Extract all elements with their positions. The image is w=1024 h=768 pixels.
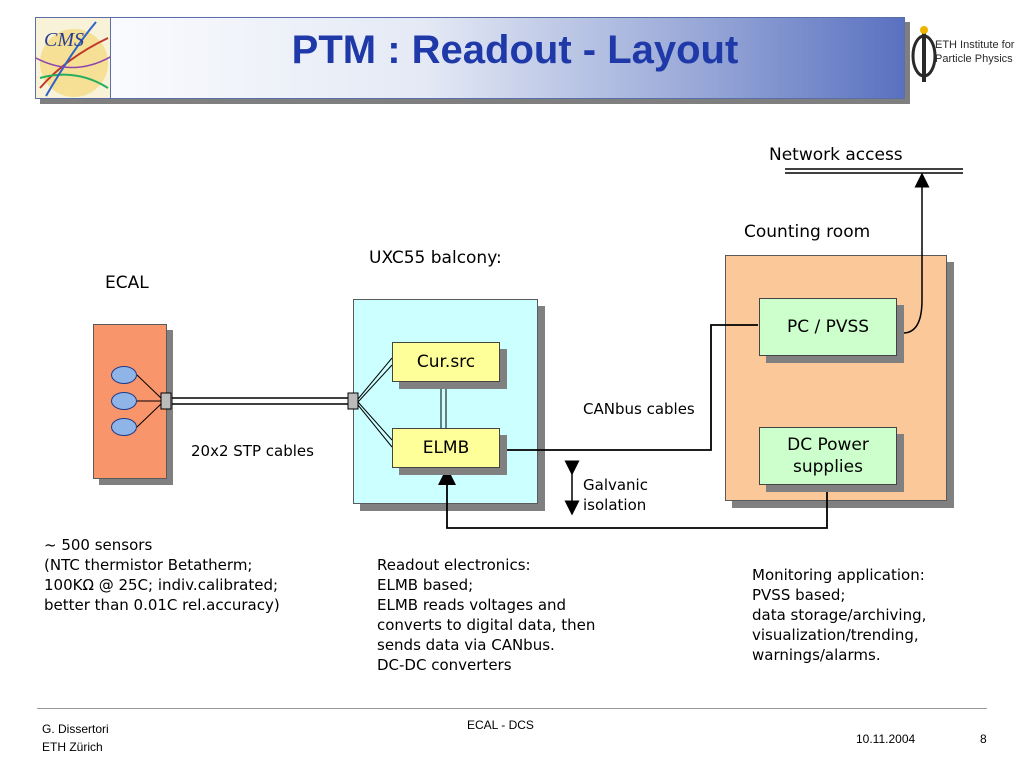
svg-text:CMS: CMS	[44, 29, 84, 51]
pc-pvss-box: PC / PVSS	[759, 298, 897, 356]
elmb-box: ELMB	[392, 428, 500, 468]
cms-logo: CMS	[35, 17, 111, 99]
canbus-cable	[500, 324, 758, 451]
uxc-connector	[347, 392, 359, 410]
uxc-balcony-label: UXC55 balcony:	[369, 248, 502, 268]
footer-author-block: G. Dissertori ETH Zürich	[42, 720, 109, 756]
dc-power-box: DC Power supplies	[759, 427, 897, 485]
cursrc-box: Cur.src	[392, 342, 500, 382]
ecal-connector	[160, 392, 172, 410]
sensors-note: ~ 500 sensors (NTC thermistor Betatherm;…	[44, 535, 280, 615]
galvanic-line1: Galvanic	[583, 476, 648, 494]
note-line: DC-DC converters	[377, 656, 512, 674]
note-line: PVSS based;	[752, 586, 846, 604]
fan-elmb-b	[357, 404, 393, 448]
note-line: 100KΩ @ 25C; indiv.calibrated;	[44, 576, 279, 594]
sensor3-line	[136, 403, 162, 428]
note-line: data storage/archiving,	[752, 606, 927, 624]
canbus-cables-label: CANbus cables	[583, 400, 695, 418]
stp-cables-label: 20x2 STP cables	[191, 442, 314, 460]
footer-divider	[37, 708, 987, 709]
footer-affiliation: ETH Zürich	[42, 740, 103, 754]
eth-logo-line2: Particle Physics	[935, 53, 1013, 65]
eth-logo-text: ETH Institute for Particle Physics	[935, 38, 1014, 66]
fan-cursrc-a	[357, 357, 393, 400]
galvanic-isolation-label: Galvanic isolation	[583, 475, 648, 515]
note-line: converts to digital data, then	[377, 616, 596, 634]
counting-room-label: Counting room	[744, 222, 871, 242]
note-line: sends data via CANbus.	[377, 636, 555, 654]
note-line: Readout electronics:	[377, 556, 531, 574]
note-line: visualization/trending,	[752, 626, 919, 644]
title-banner	[35, 17, 905, 99]
sensor-1	[111, 366, 137, 384]
note-line: warnings/alarms.	[752, 646, 881, 664]
fan-cursrc-b	[357, 364, 393, 403]
monitoring-note: Monitoring application: PVSS based; data…	[752, 565, 926, 665]
footer-date: 10.11.2004	[856, 732, 916, 746]
note-line: ~ 500 sensors	[44, 536, 153, 554]
sensor1-line	[136, 374, 162, 399]
note-line: ELMB based;	[377, 576, 474, 594]
sensor-2	[111, 392, 137, 410]
dc-power-to-elmb	[438, 467, 828, 529]
page-title: PTM : Readout - Layout	[291, 28, 739, 72]
dc-power-line2: supplies	[793, 457, 863, 477]
galvanic-line2: isolation	[583, 496, 647, 514]
footer-center: ECAL - DCS	[467, 718, 534, 732]
note-line: Monitoring application:	[752, 566, 925, 584]
fan-elmb-a	[357, 401, 393, 441]
sensor-3	[111, 418, 137, 436]
eth-logo-line1: ETH Institute for	[935, 39, 1015, 51]
note-line: (NTC thermistor Betatherm;	[44, 556, 253, 574]
footer-page-number: 8	[980, 732, 987, 746]
dc-power-line1: DC Power	[787, 435, 869, 455]
pc-to-network-arrow	[902, 172, 930, 334]
network-access-label: Network access	[769, 145, 903, 165]
footer-author: G. Dissertori	[42, 722, 109, 736]
note-line: ELMB reads voltages and	[377, 596, 567, 614]
eth-logo	[910, 18, 1020, 90]
readout-note: Readout electronics: ELMB based; ELMB re…	[377, 555, 595, 675]
note-line: better than 0.01C rel.accuracy)	[44, 596, 280, 614]
ecal-label: ECAL	[105, 273, 149, 293]
